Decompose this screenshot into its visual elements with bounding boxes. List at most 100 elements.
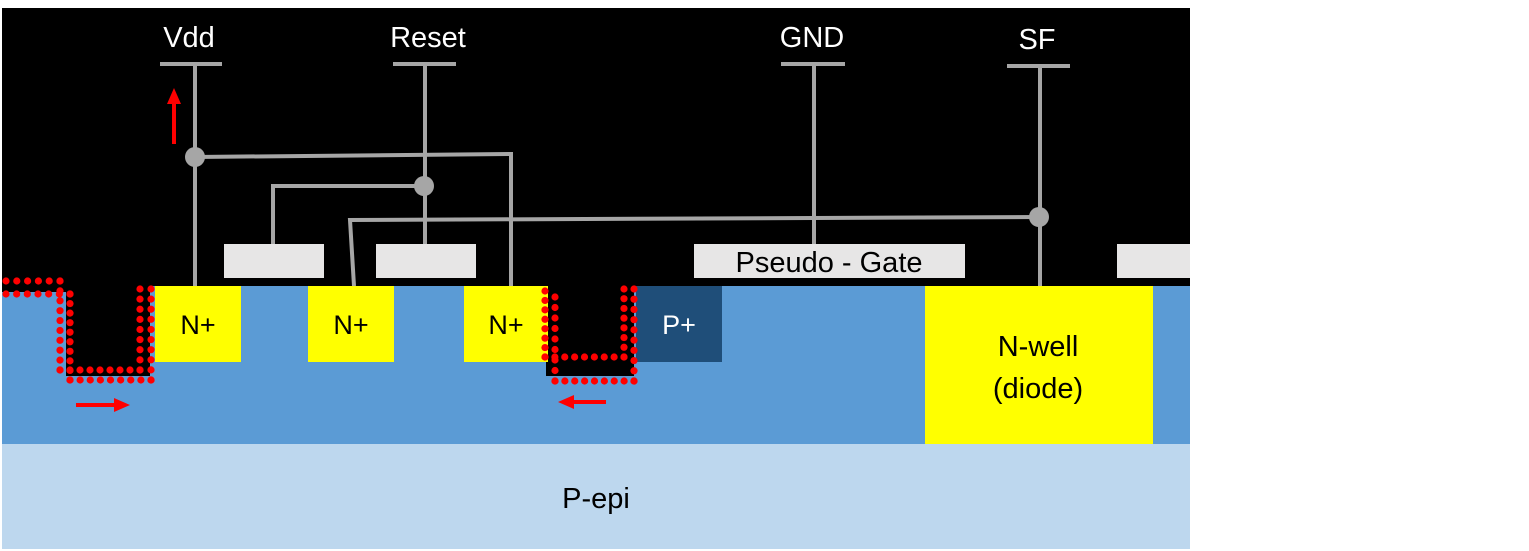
charge-dot xyxy=(630,346,638,354)
n-plus-region-3 xyxy=(464,286,548,362)
charge-dot xyxy=(66,319,74,327)
wire-junctions xyxy=(185,147,1049,227)
charge-dot xyxy=(551,314,559,322)
charge-dot xyxy=(541,325,549,333)
charge-dots-mid-trench xyxy=(541,285,638,385)
charge-dot xyxy=(55,290,63,298)
charge-dot xyxy=(580,353,589,361)
charge-dot xyxy=(610,377,618,385)
charge-dot xyxy=(541,315,549,323)
charge-dot xyxy=(56,297,64,305)
charge-dot xyxy=(620,353,628,361)
charge-dot xyxy=(24,277,32,285)
charge-dot xyxy=(147,376,155,384)
charge-dot xyxy=(66,347,74,355)
current-arrows xyxy=(76,88,606,412)
charge-dot xyxy=(66,299,74,308)
charge-dot xyxy=(66,309,74,317)
charge-dot xyxy=(620,343,628,351)
charge-dot xyxy=(136,325,144,334)
charge-dot xyxy=(126,366,134,374)
charge-dot xyxy=(56,336,64,344)
charge-dot xyxy=(56,316,64,325)
charge-dot xyxy=(147,285,155,293)
charge-dot xyxy=(147,335,155,344)
vdd-terminal-label: Vdd xyxy=(163,22,215,54)
charge-dot xyxy=(590,377,599,385)
charge-dot xyxy=(551,356,559,364)
charge-dots-left-trench xyxy=(2,277,155,384)
charge-dot xyxy=(2,290,10,298)
charge-dot xyxy=(541,334,549,342)
charge-dot xyxy=(13,290,21,298)
charge-dot xyxy=(630,356,638,365)
n-plus-label-1: N+ xyxy=(180,310,215,340)
charge-dot xyxy=(106,376,115,384)
charge-dot xyxy=(630,367,638,375)
pseudo-gate xyxy=(694,244,965,278)
charge-dot xyxy=(56,277,64,285)
charge-dot xyxy=(147,356,155,364)
charge-dot xyxy=(76,366,84,374)
charge-dot xyxy=(127,376,135,384)
charge-dot xyxy=(620,333,628,342)
charge-dot xyxy=(136,336,144,344)
charge-dot xyxy=(45,290,53,298)
sf-terminal-label: SF xyxy=(1018,24,1055,56)
charge-dot xyxy=(56,307,64,315)
charge-dot xyxy=(630,305,638,314)
charge-dot xyxy=(620,324,628,332)
charge-dot xyxy=(541,287,549,295)
n-well-label-line1: N-well xyxy=(998,331,1079,363)
charge-dot xyxy=(551,293,559,301)
charge-dot xyxy=(630,285,638,293)
charge-dot xyxy=(541,353,549,361)
charge-dot xyxy=(116,366,124,374)
charge-dot xyxy=(630,377,638,385)
charge-dot xyxy=(147,346,155,354)
charge-dot xyxy=(117,376,125,384)
charge-dot xyxy=(106,366,114,374)
charge-dot xyxy=(96,376,104,384)
n-well-region xyxy=(925,286,1153,444)
charge-dot xyxy=(147,315,155,323)
n-plus-region-1 xyxy=(155,286,241,362)
charge-dot xyxy=(136,295,144,303)
charge-dot xyxy=(630,336,638,344)
charge-dot xyxy=(66,338,74,346)
charge-dot xyxy=(561,353,569,361)
p-epi-layer xyxy=(2,444,1190,549)
charge-dot xyxy=(23,290,31,298)
charge-dot xyxy=(571,353,579,361)
charge-dot xyxy=(541,343,549,352)
trench-isolation-mid-fill xyxy=(546,286,634,376)
charge-dot xyxy=(96,366,104,374)
charge-dot xyxy=(620,314,628,322)
charge-dot xyxy=(571,377,579,385)
charge-dot xyxy=(600,377,608,385)
charge-dot xyxy=(66,376,74,384)
charge-dot xyxy=(610,353,618,361)
p-epi-label: P-epi xyxy=(562,483,630,515)
charge-dot xyxy=(56,356,64,364)
charge-dot xyxy=(136,366,144,374)
charge-dot xyxy=(551,335,559,343)
charge-dot xyxy=(630,295,638,303)
charge-dot xyxy=(620,285,628,293)
edge-gate xyxy=(1117,244,1190,278)
trench-isolation-left-fill xyxy=(2,278,150,376)
charge-dot xyxy=(590,353,598,361)
charge-dot xyxy=(630,326,638,334)
charge-dot xyxy=(66,366,74,375)
p-plus-label: P+ xyxy=(662,310,696,340)
charge-dot xyxy=(86,366,94,374)
n-plus-label-3: N+ xyxy=(488,310,523,340)
interconnect-wires xyxy=(160,62,1070,287)
n-plus-label-2: N+ xyxy=(333,310,368,340)
charge-dot xyxy=(147,305,155,313)
charge-dot xyxy=(136,315,144,323)
n-well-label-line2: (diode) xyxy=(993,373,1083,405)
charge-dot xyxy=(620,304,628,313)
charge-dot xyxy=(34,290,42,298)
